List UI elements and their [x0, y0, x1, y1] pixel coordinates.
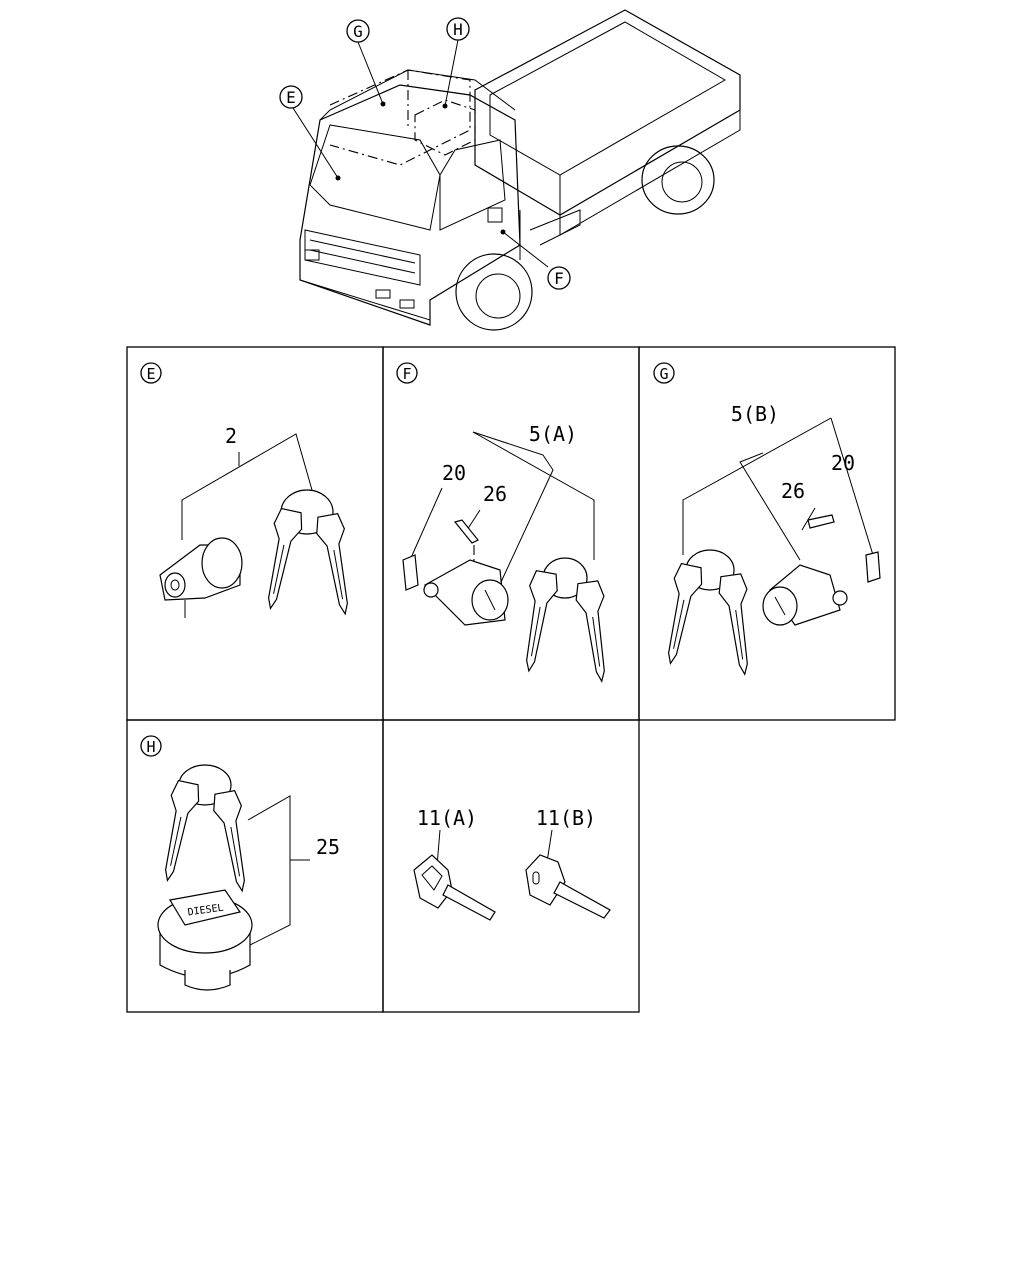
- truck-overview: G H E F: [279, 9, 741, 331]
- callout-f-letter: F: [554, 269, 564, 288]
- panel-h-letter: H: [146, 738, 155, 756]
- panel-grid: [126, 346, 896, 1013]
- panel-h: H 25 DIESEL: [140, 735, 340, 991]
- panel-e: E 2: [140, 362, 360, 618]
- svg-text:DIESEL: DIESEL: [187, 903, 224, 919]
- callout-e: E: [279, 85, 303, 109]
- door-lock-g: [762, 564, 848, 626]
- panel-f: F 5(A) 20 26: [396, 362, 617, 684]
- key-11a: [413, 854, 496, 921]
- panel-g-label-5b: 5(B): [731, 402, 779, 426]
- key-11b: [525, 854, 611, 919]
- panel-f-label-5a: 5(A): [529, 422, 577, 446]
- panel-e-label-2: 2: [225, 424, 237, 448]
- callout-h-letter: H: [453, 20, 463, 39]
- lock-cylinder: [159, 537, 243, 618]
- panel-g: G 5(B) 26 20: [653, 362, 881, 677]
- callout-g: G: [346, 19, 370, 43]
- fuel-cap: DIESEL: [157, 889, 253, 991]
- label-11a: 11(A): [417, 806, 477, 830]
- panel-g-letter: G: [659, 365, 668, 383]
- panel-f-label-20: 20: [442, 461, 466, 485]
- callout-e-letter: E: [286, 88, 296, 107]
- label-11b: 11(B): [536, 806, 596, 830]
- key-set: [256, 489, 360, 617]
- door-lock-f: [423, 559, 509, 626]
- key-set-f: [514, 557, 617, 684]
- callout-f: F: [547, 266, 571, 290]
- panel-g-label-20: 20: [831, 451, 855, 475]
- callout-g-letter: G: [353, 22, 363, 41]
- panel-e-letter: E: [146, 365, 155, 383]
- key-set-h: [153, 764, 257, 894]
- callout-h: H: [446, 17, 470, 41]
- key-set-g: [656, 549, 760, 677]
- panel-h-label-25: 25: [316, 835, 340, 859]
- panel-f-label-26: 26: [483, 482, 507, 506]
- panel-f-letter: F: [402, 365, 411, 383]
- panel-g-label-26: 26: [781, 479, 805, 503]
- panel-keys: 11(A) 11(B): [413, 806, 611, 921]
